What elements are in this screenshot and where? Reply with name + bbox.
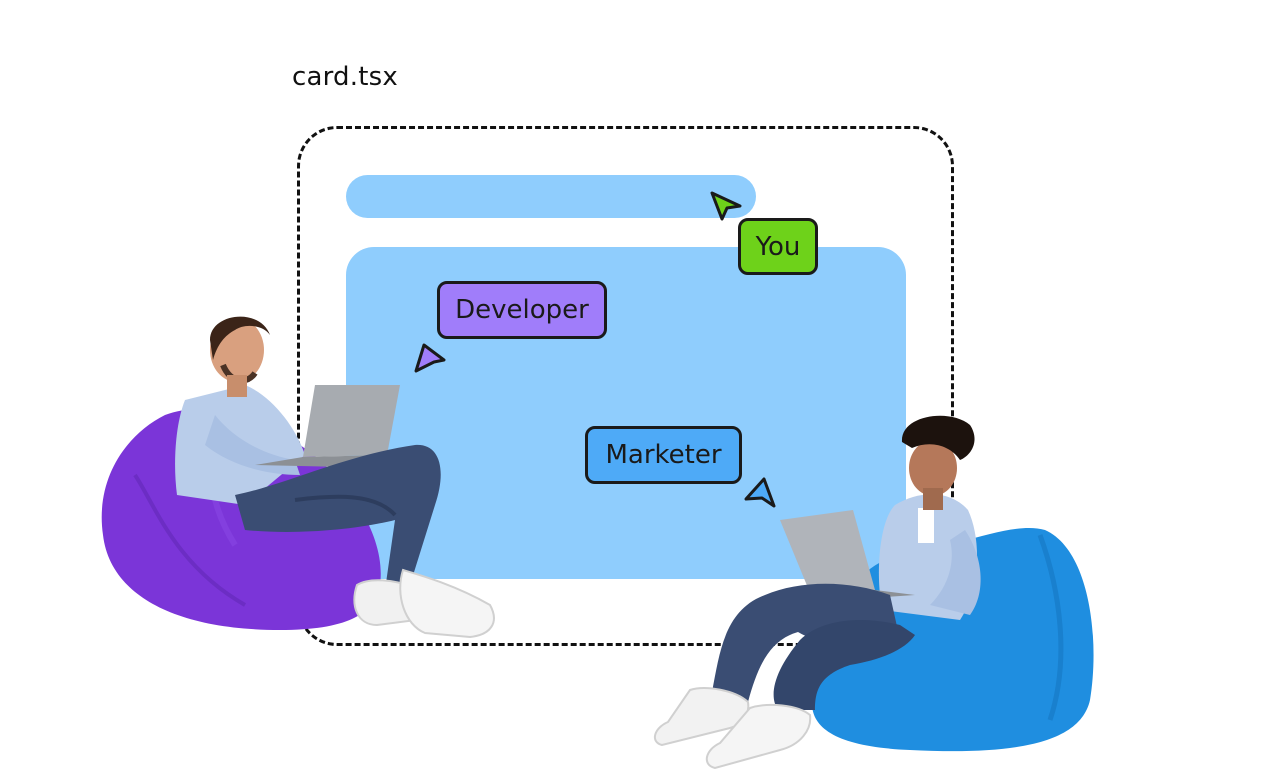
component-frame [297,126,954,646]
file-name-label: card.tsx [292,62,398,92]
you-collaborator-tag: You [738,218,818,275]
developer-collaborator-tag: Developer [437,281,607,339]
you-cursor-icon [710,191,742,221]
marketer-collaborator-tag: Marketer [585,426,742,484]
input-bar-placeholder[interactable] [346,175,756,218]
marketer-cursor-icon [744,477,776,508]
marketer-person-illustration [653,415,1094,770]
developer-cursor-icon [414,343,446,373]
developer-person-illustration [101,316,495,639]
